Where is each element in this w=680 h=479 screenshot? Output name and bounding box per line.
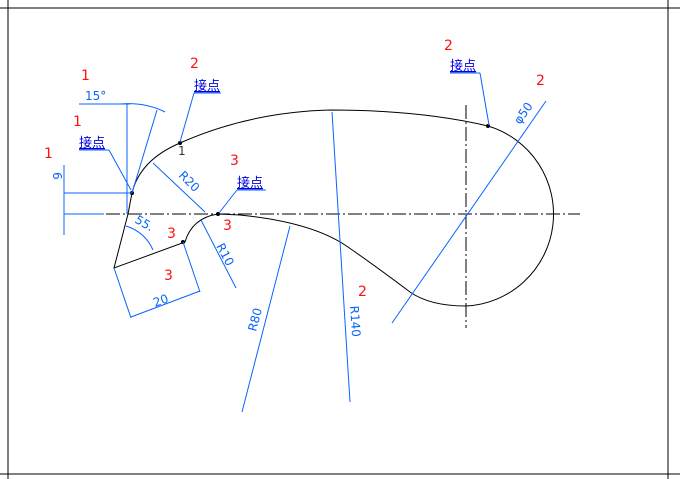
dimension-lines bbox=[63, 72, 547, 413]
step-number: 3 bbox=[223, 218, 232, 234]
step-number: 3 bbox=[167, 226, 176, 242]
step-number: 2 bbox=[536, 73, 545, 89]
r140-label: R140 bbox=[347, 305, 363, 337]
phi50-label: φ50 bbox=[511, 100, 536, 127]
step-number: 1 bbox=[44, 146, 53, 162]
r10-label: R10 bbox=[213, 241, 236, 268]
step-number: 2 bbox=[190, 56, 199, 72]
part-outline bbox=[113, 109, 555, 307]
r80-label: R80 bbox=[245, 306, 265, 332]
step-number: 3 bbox=[230, 153, 239, 169]
angle-15-label: 15° bbox=[85, 89, 106, 103]
step-number: 1 bbox=[178, 144, 186, 158]
r20-label: R20 bbox=[176, 168, 203, 195]
tangent-label: 接点 bbox=[450, 58, 476, 74]
annotations: 1 15° 1 接点 1 6 2 接点 1 R20 3 接点 55. 3 3 R… bbox=[44, 38, 545, 337]
offset-6-label: 6 bbox=[50, 172, 64, 180]
step-number: 3 bbox=[164, 268, 173, 284]
step-number: 2 bbox=[358, 284, 367, 300]
tangent-point-2 bbox=[178, 141, 182, 145]
step-number: 2 bbox=[444, 38, 453, 54]
step-number: 1 bbox=[81, 68, 90, 84]
tangent-label: 接点 bbox=[237, 175, 263, 191]
tangent-label: 接点 bbox=[79, 135, 105, 151]
dim-20-label: 20 bbox=[151, 291, 170, 309]
tangent-label: 接点 bbox=[194, 78, 220, 94]
step-number: 1 bbox=[73, 114, 82, 130]
